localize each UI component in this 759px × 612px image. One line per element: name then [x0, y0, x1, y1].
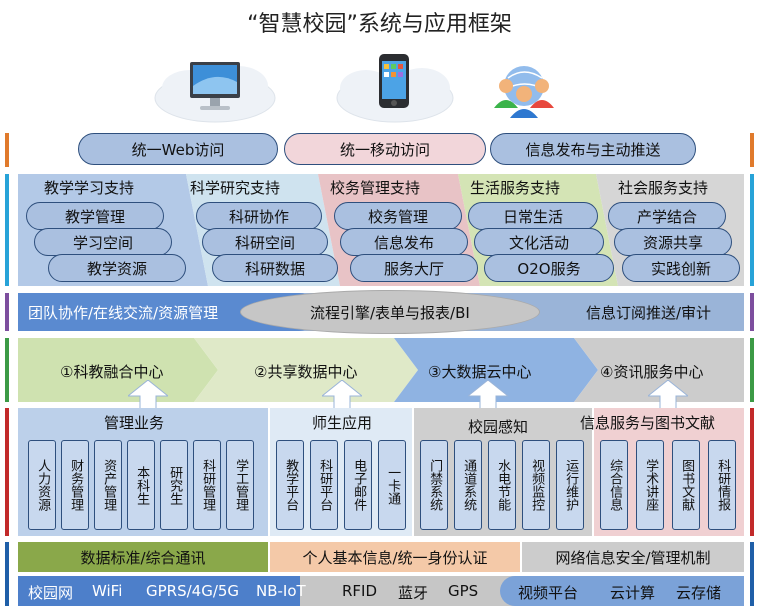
app-item: 图书文献: [672, 440, 700, 530]
support-item: O2O服务: [484, 254, 614, 282]
infra-item: GPS: [448, 582, 479, 600]
support-head-teaching: 教学学习支持: [44, 179, 135, 197]
support-item: 服务大厅: [350, 254, 478, 282]
support-item: 日常生活: [468, 202, 598, 230]
app-item: 运行维护: [556, 440, 584, 530]
page-title: “智慧校园”系统与应用框架: [247, 12, 512, 37]
app-item: 学工管理: [226, 440, 254, 530]
sidebar-platform-marker-right: [750, 293, 754, 331]
sidebar-platform-marker: [5, 293, 9, 331]
standards-center-label: 个人基本信息/统一身份认证: [302, 548, 488, 567]
support-item: 教学资源: [48, 254, 186, 282]
app-item: 水电节能: [488, 440, 516, 530]
support-item: 资源共享: [614, 228, 732, 256]
support-item: 学习空间: [34, 228, 172, 256]
app-item: 科研管理: [193, 440, 221, 530]
platform-left-label: 团队协作/在线交流/资源管理: [28, 304, 219, 322]
push-access-pill: 信息发布与主动推送: [490, 133, 696, 165]
support-item: 教学管理: [26, 202, 164, 230]
mobile-access-pill: 统一移动访问: [284, 133, 486, 165]
up-arrow-icon: [648, 380, 688, 412]
app-item: 综合信息: [600, 440, 628, 530]
infra-item: NB-IoT: [256, 582, 306, 600]
apps-head-library: 信息服务与图书文献: [580, 414, 716, 432]
infra-center: [300, 576, 520, 606]
apps-head-campus-sensing: 校园感知: [468, 418, 529, 436]
standards-right-label: 网络信息安全/管理机制: [555, 548, 711, 567]
infra-left: [18, 576, 318, 606]
infra-right: [500, 576, 744, 606]
apps-head-management: 管理业务: [104, 414, 165, 432]
standards-center: 个人基本信息/统一身份认证: [270, 542, 520, 572]
desktop-cloud-icon: [150, 56, 280, 126]
support-item: 文化活动: [474, 228, 604, 256]
web-access-pill: 统一Web访问: [78, 133, 278, 165]
infra-item: WiFi: [92, 582, 123, 600]
infra-item: 云存储: [676, 584, 722, 602]
infra-item: 云计算: [610, 584, 656, 602]
app-item: 资产管理: [94, 440, 122, 530]
support-item: 科研数据: [212, 254, 338, 282]
sidebar-access-marker-right: [750, 133, 754, 167]
app-item: 财务管理: [61, 440, 89, 530]
sidebar-centers-marker-right: [750, 338, 754, 402]
users-network-icon: [490, 64, 560, 120]
sidebar-apps-marker: [5, 408, 9, 536]
infra-item: GPRS/4G/5G: [146, 582, 240, 600]
sidebar-support-marker: [5, 174, 9, 286]
sidebar-support-marker-right: [750, 174, 754, 286]
platform-center-label: 流程引擎/表单与报表/BI: [310, 304, 470, 322]
infra-item: RFID: [342, 582, 378, 600]
support-head-admin: 校务管理支持: [330, 179, 421, 197]
infra-item: 蓝牙: [398, 584, 429, 602]
apps-head-teacher-student: 师生应用: [312, 414, 373, 432]
sidebar-apps-marker-right: [750, 408, 754, 536]
up-arrow-icon: [468, 380, 508, 412]
app-item: 科研情报: [708, 440, 736, 530]
app-item: 本科生: [127, 440, 155, 530]
center-chevrons: [18, 338, 744, 402]
standards-right: 网络信息安全/管理机制: [522, 542, 744, 572]
standards-left-label: 数据标准/综合通讯: [80, 548, 206, 567]
support-item: 实践创新: [622, 254, 740, 282]
infra-item: 视频平台: [518, 584, 579, 602]
app-item: 一卡通: [378, 440, 406, 530]
center-label-1: ①科教融合中心: [60, 363, 164, 381]
center-label-3: ③大数据云中心: [428, 363, 532, 381]
app-item: 视频监控: [522, 440, 550, 530]
app-item: 科研平台: [310, 440, 338, 530]
app-item: 通道系统: [454, 440, 482, 530]
support-item: 科研空间: [202, 228, 328, 256]
support-item: 信息发布: [340, 228, 468, 256]
center-label-4: ④资讯服务中心: [600, 363, 704, 381]
standards-left: 数据标准/综合通讯: [18, 542, 268, 572]
sidebar-infra-marker-right: [750, 542, 754, 606]
platform-right-label: 信息订阅推送/审计: [586, 304, 712, 322]
sidebar-infra-marker: [5, 542, 9, 606]
mobile-cloud-icon: [330, 50, 460, 126]
center-label-2: ②共享数据中心: [254, 363, 358, 381]
sidebar-centers-marker: [5, 338, 9, 402]
support-item: 产学结合: [608, 202, 726, 230]
support-head-life: 生活服务支持: [470, 179, 561, 197]
up-arrow-icon: [322, 380, 362, 412]
platform-center-ellipse: [240, 290, 540, 334]
app-item: 学术讲座: [636, 440, 664, 530]
support-item: 校务管理: [334, 202, 462, 230]
support-head-research: 科学研究支持: [190, 179, 281, 197]
up-arrow-icon: [128, 380, 168, 412]
infra-item: 校园网: [28, 584, 74, 602]
support-head-society: 社会服务支持: [618, 179, 709, 197]
app-item: 人力资源: [28, 440, 56, 530]
sidebar-access-marker: [5, 133, 9, 167]
app-item: 电子邮件: [344, 440, 372, 530]
app-item: 门禁系统: [420, 440, 448, 530]
support-item: 科研协作: [196, 202, 322, 230]
app-item: 研究生: [160, 440, 188, 530]
app-item: 教学平台: [276, 440, 304, 530]
